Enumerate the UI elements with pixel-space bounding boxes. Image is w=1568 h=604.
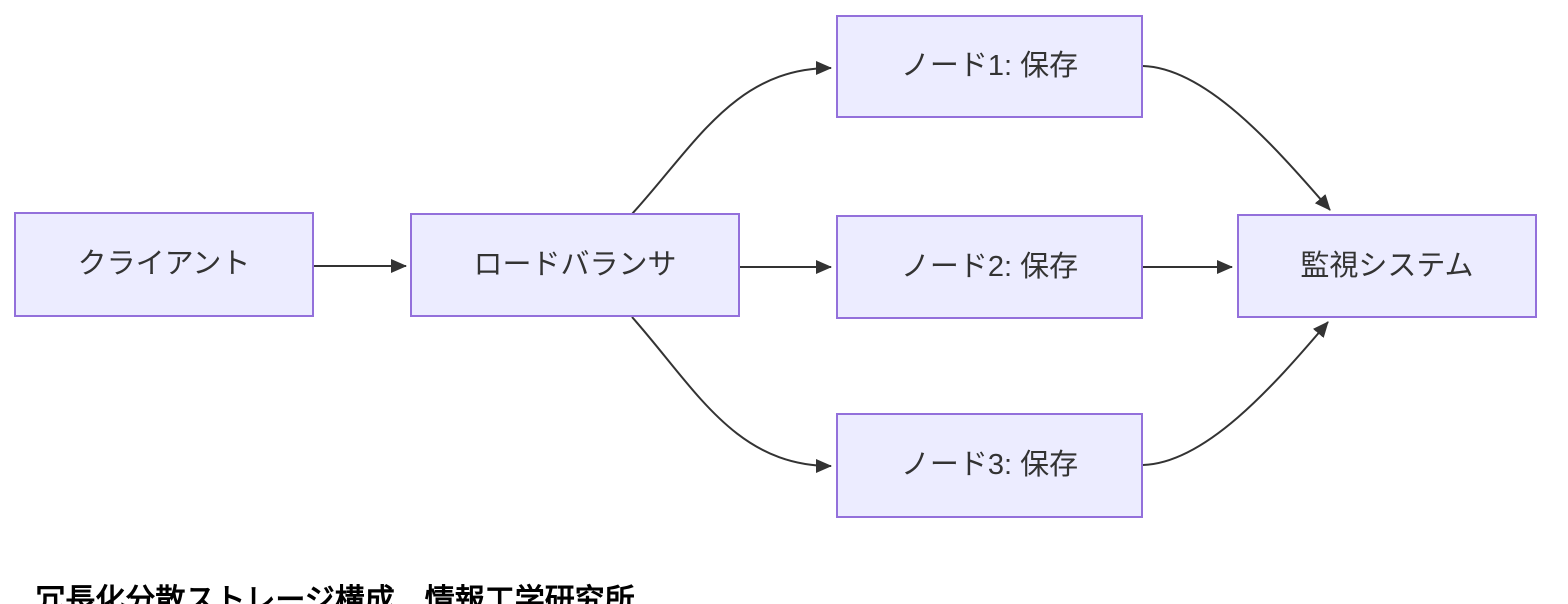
node-load-balancer: ロードバランサ [410, 213, 740, 317]
edge-load-balancer-to-node3 [631, 316, 832, 473]
edge-node3-to-monitor [1142, 321, 1329, 466]
diagram-caption: 冗長化分散ストレージ構成 情報工学研究所 [2, 549, 634, 604]
edge-load-balancer-to-node1 [631, 61, 832, 215]
diagram-caption-text: 冗長化分散ストレージ構成 情報工学研究所 [35, 584, 634, 604]
node-storage-1: ノード1: 保存 [836, 15, 1143, 118]
node-storage-2-label: ノード2: 保存 [900, 250, 1079, 283]
node-load-balancer-label: ロードバランサ [473, 248, 677, 281]
node-client: クライアント [14, 212, 314, 317]
node-storage-3-label: ノード3: 保存 [900, 449, 1079, 481]
node-storage-2: ノード2: 保存 [836, 215, 1143, 319]
node-monitoring-system-label: 監視システム [1300, 249, 1474, 282]
node-storage-3: ノード3: 保存 [836, 413, 1143, 518]
node-monitoring-system: 監視システム [1237, 214, 1537, 318]
node-client-label: クライアント [77, 248, 251, 280]
edge-node1-to-monitor [1142, 65, 1331, 211]
node-storage-1-label: ノード1: 保存 [900, 50, 1079, 82]
